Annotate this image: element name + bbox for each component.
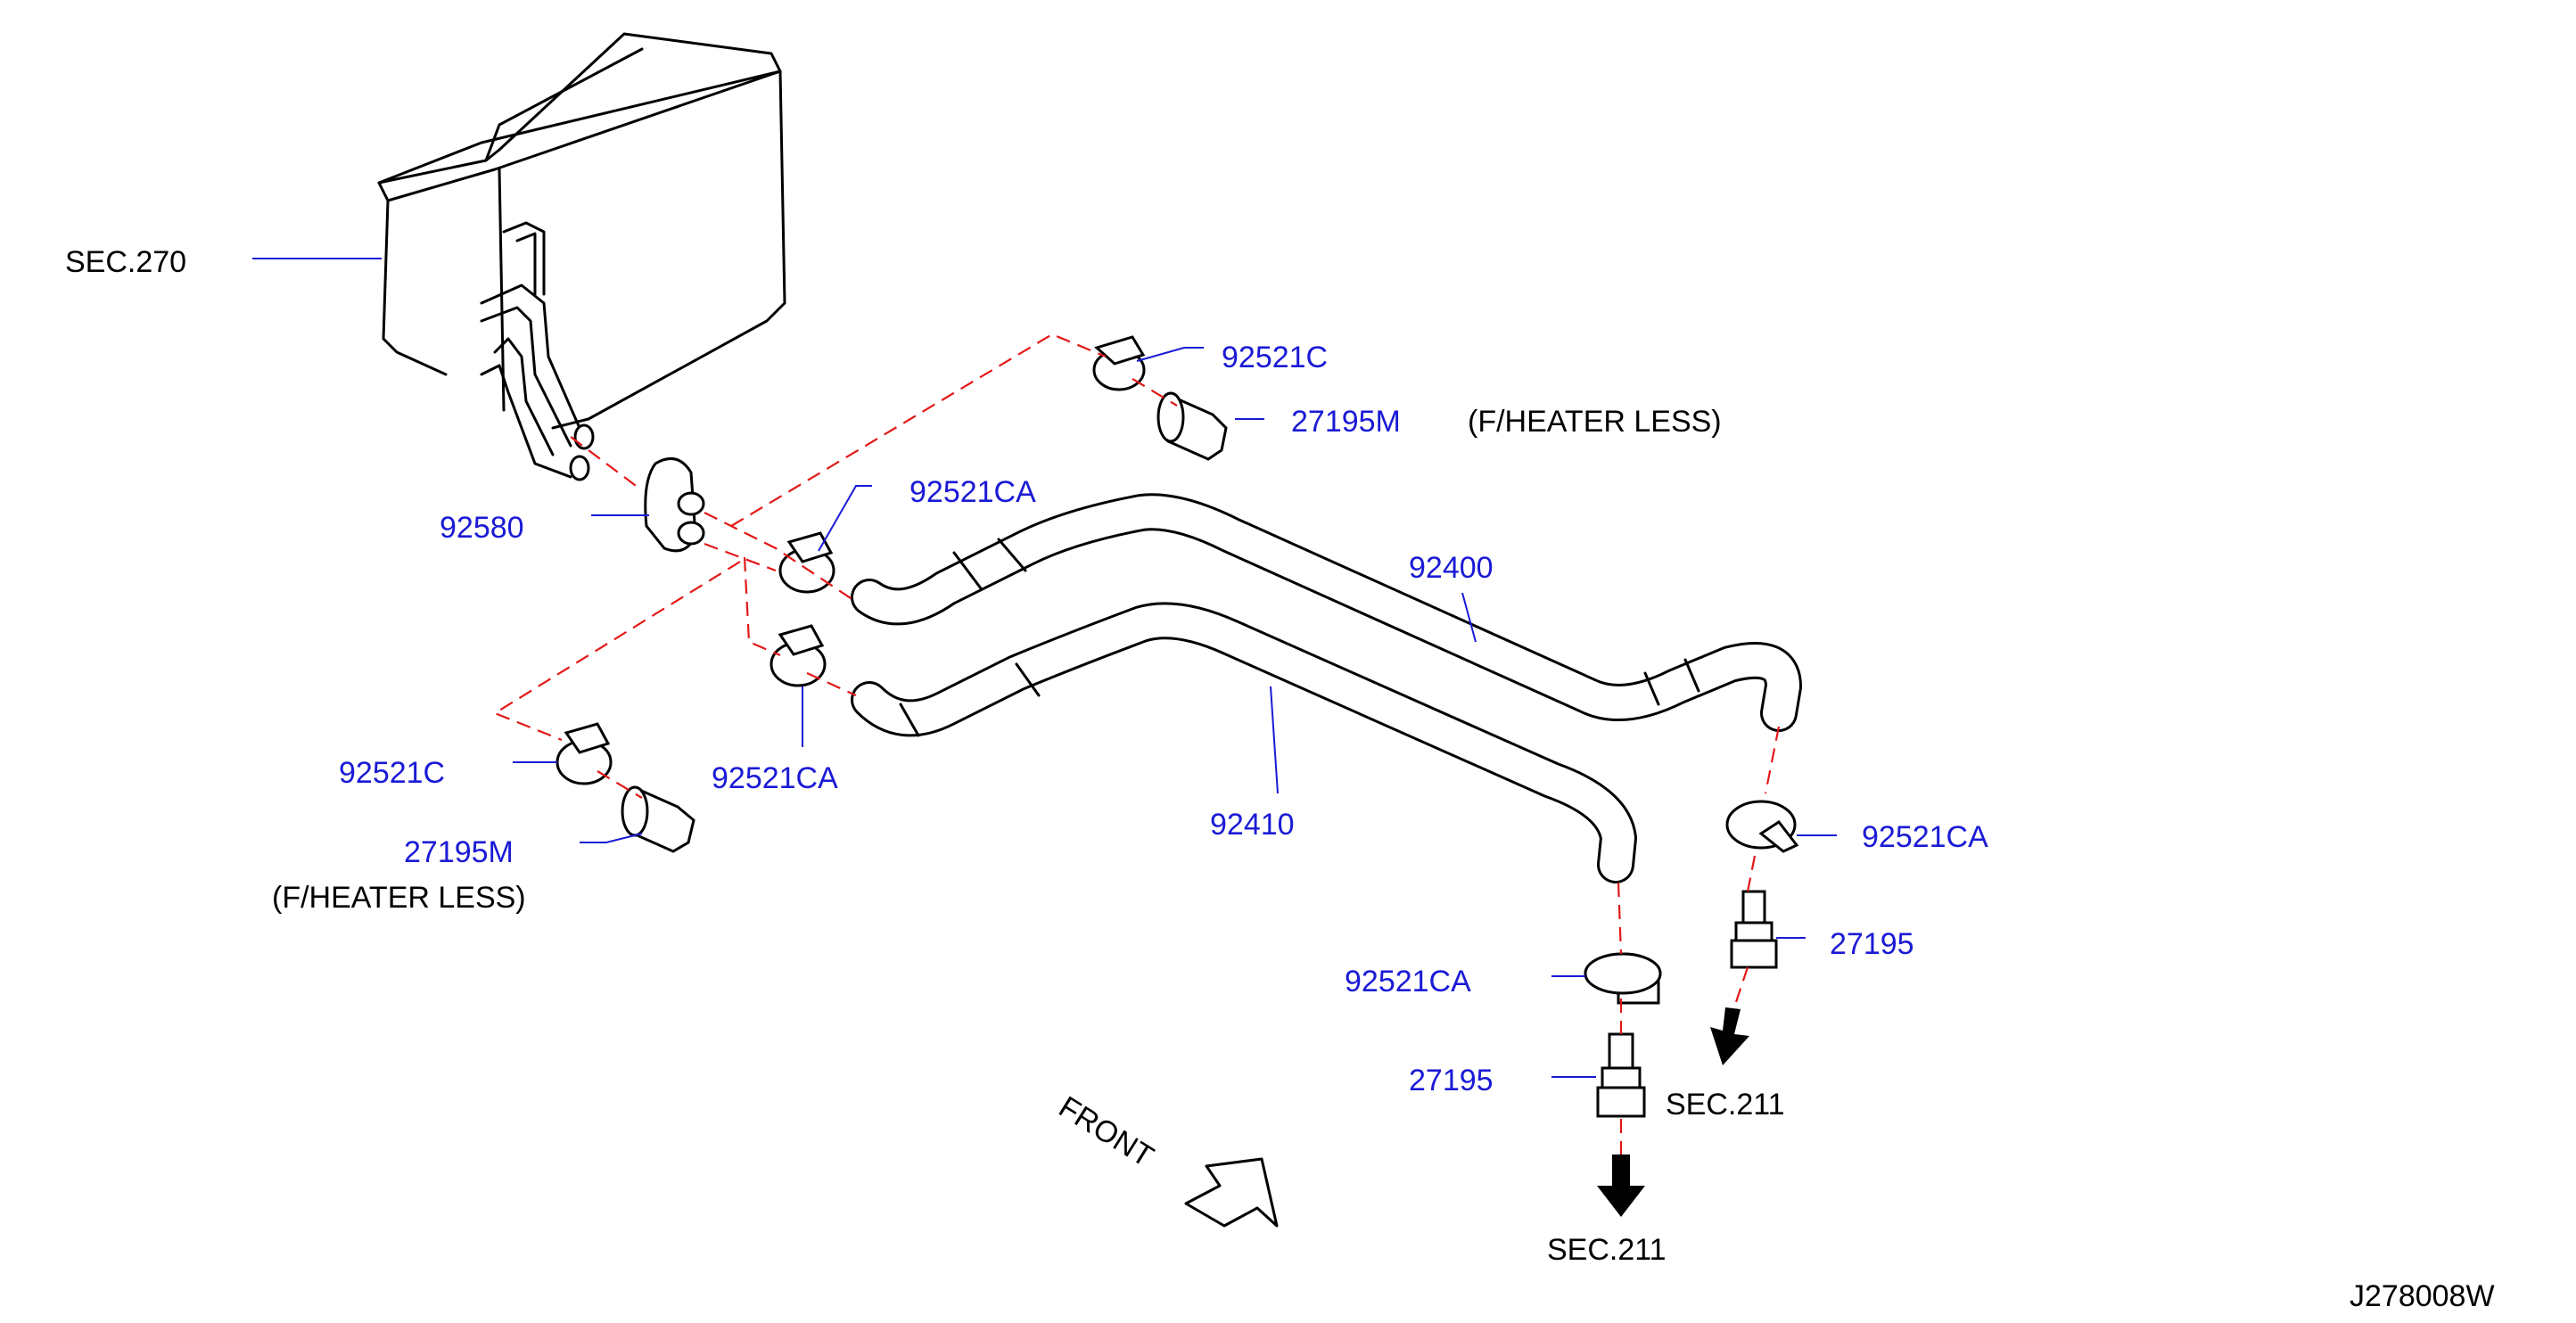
nipple-27195-right: [1730, 890, 1778, 969]
heater-unit: [377, 32, 786, 481]
label-92521c-left: 92521C: [339, 756, 445, 790]
clamp-92521ca-lower: [1584, 952, 1662, 1005]
cap-27195m-top: [1156, 391, 1228, 461]
label-92410: 92410: [1210, 808, 1295, 842]
grommet-92580: [644, 456, 705, 553]
label-92400: 92400: [1409, 551, 1494, 585]
label-sec211-low: SEC.211: [1547, 1233, 1667, 1267]
label-27195-lower: 27195: [1409, 1064, 1494, 1097]
label-27195-right: 27195: [1830, 927, 1914, 961]
nipple-27195-lower: [1596, 1032, 1646, 1118]
label-sec211-right: SEC.211: [1666, 1088, 1785, 1122]
label-heater-less-left: (F/HEATER LESS): [272, 881, 526, 915]
clamp-92521c-top: [1092, 335, 1146, 391]
label-27195m-left: 27195M: [404, 835, 514, 869]
label-92521ca-right: 92521CA: [1862, 820, 1988, 854]
label-92521ca-upper: 92521CA: [909, 475, 1036, 509]
arrow-sec211-low: [1597, 1155, 1645, 1217]
front-direction-arrow: [1184, 1157, 1279, 1228]
hose-92400: [851, 493, 1802, 732]
leader-lines: [252, 258, 1837, 1078]
clamp-92521ca-upper: [778, 531, 835, 594]
label-front: FRONT: [1053, 1090, 1159, 1174]
label-diagram-code: J278008W: [2350, 1279, 2495, 1313]
hose-92410: [851, 602, 1637, 883]
arrow-sec211-right: [1710, 1007, 1749, 1065]
cap-27195m-left: [621, 785, 695, 853]
label-heater-less-top: (F/HEATER LESS): [1468, 405, 1722, 439]
clamp-92521ca-middle: [770, 624, 827, 687]
label-92521c-top: 92521C: [1222, 341, 1328, 374]
clamp-92521ca-right: [1725, 800, 1799, 853]
label-92580: 92580: [440, 511, 524, 545]
label-sec270: SEC.270: [65, 245, 186, 279]
label-27195m-top: 27195M: [1291, 405, 1401, 439]
assembly-guides: [492, 333, 1781, 1159]
label-92521ca-middle: 92521CA: [712, 761, 838, 795]
label-92521ca-lower: 92521CA: [1345, 965, 1471, 998]
